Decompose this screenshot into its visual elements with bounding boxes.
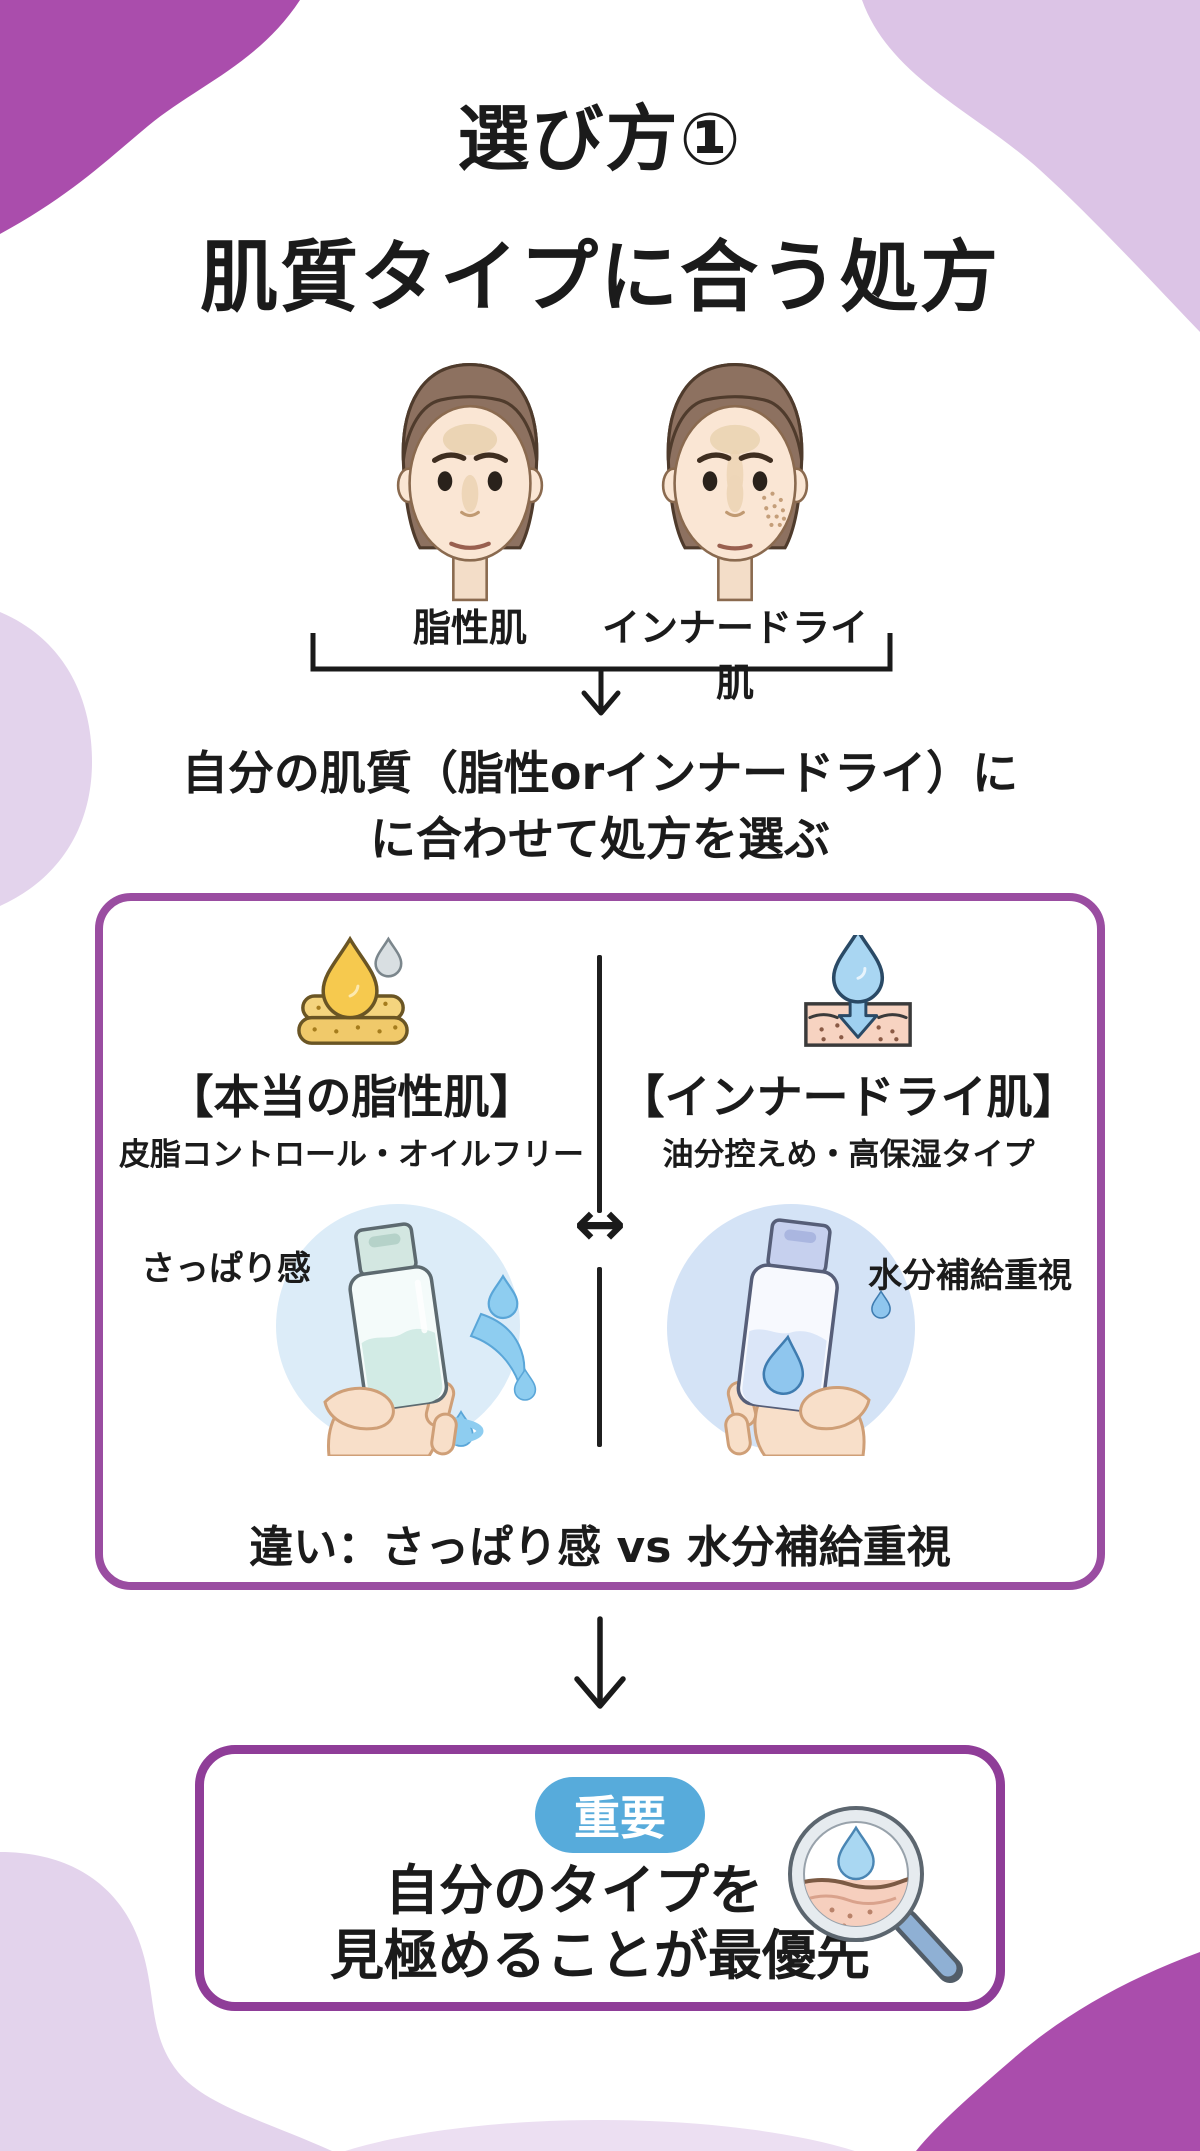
right-column-subheading: 油分控えめ・高保湿タイプ [662,1137,1035,1173]
oily-skin-face-illustration [396,362,544,602]
column-divider-top [597,955,602,1213]
right-column-heading: 【インナードライ肌】 [618,1070,1079,1124]
magnifier-skin-icon [788,1806,963,1983]
instruction-line1: 自分の肌質（脂性orインナードライ）に [181,746,1019,800]
water-drop-absorb-skin-icon [804,935,912,1047]
hydrating-lotion-bottle-illustration [667,1204,915,1456]
comparison-box: 【本当の脂性肌】 皮脂コントロール・オイルフリー 【インナードライ肌】 油分控え… [95,893,1105,1590]
oil-drop-sponge-icon [297,935,409,1045]
bracket-down-arrow-icon [310,633,893,716]
comparison-footer: 違い：さっぱり感 vs 水分補給重視 [249,1522,951,1573]
title-line2: 肌質タイプに合う処方 [199,233,1000,323]
left-column-subheading: 皮脂コントロール・オイルフリー [119,1137,584,1173]
inner-dry-skin-face-illustration [661,362,809,602]
dry-patch-dots [762,491,787,527]
left-feel-label: さっぱり感 [141,1249,311,1289]
column-divider-bottom [597,1267,602,1447]
importance-line1: 自分のタイプを [385,1859,763,1922]
left-right-arrow-icon: ↔ [574,1187,626,1260]
down-arrow-icon [574,1616,626,1709]
importance-line2: 見極めることが最優先 [330,1924,870,1987]
important-badge: 重要 [535,1777,705,1853]
instruction-line2: に合わせて処方を選ぶ [370,812,830,866]
right-feel-label: 水分補給重視 [868,1256,1072,1296]
left-column-heading: 【本当の脂性肌】 [167,1070,536,1124]
fresh-lotion-bottle-illustration [276,1204,537,1456]
importance-box: 重要 自分のタイプを 見極めることが最優先 [195,1745,1005,2011]
title-line1: 選び方① [457,97,743,181]
face-label-oily: 脂性肌 [412,606,527,650]
